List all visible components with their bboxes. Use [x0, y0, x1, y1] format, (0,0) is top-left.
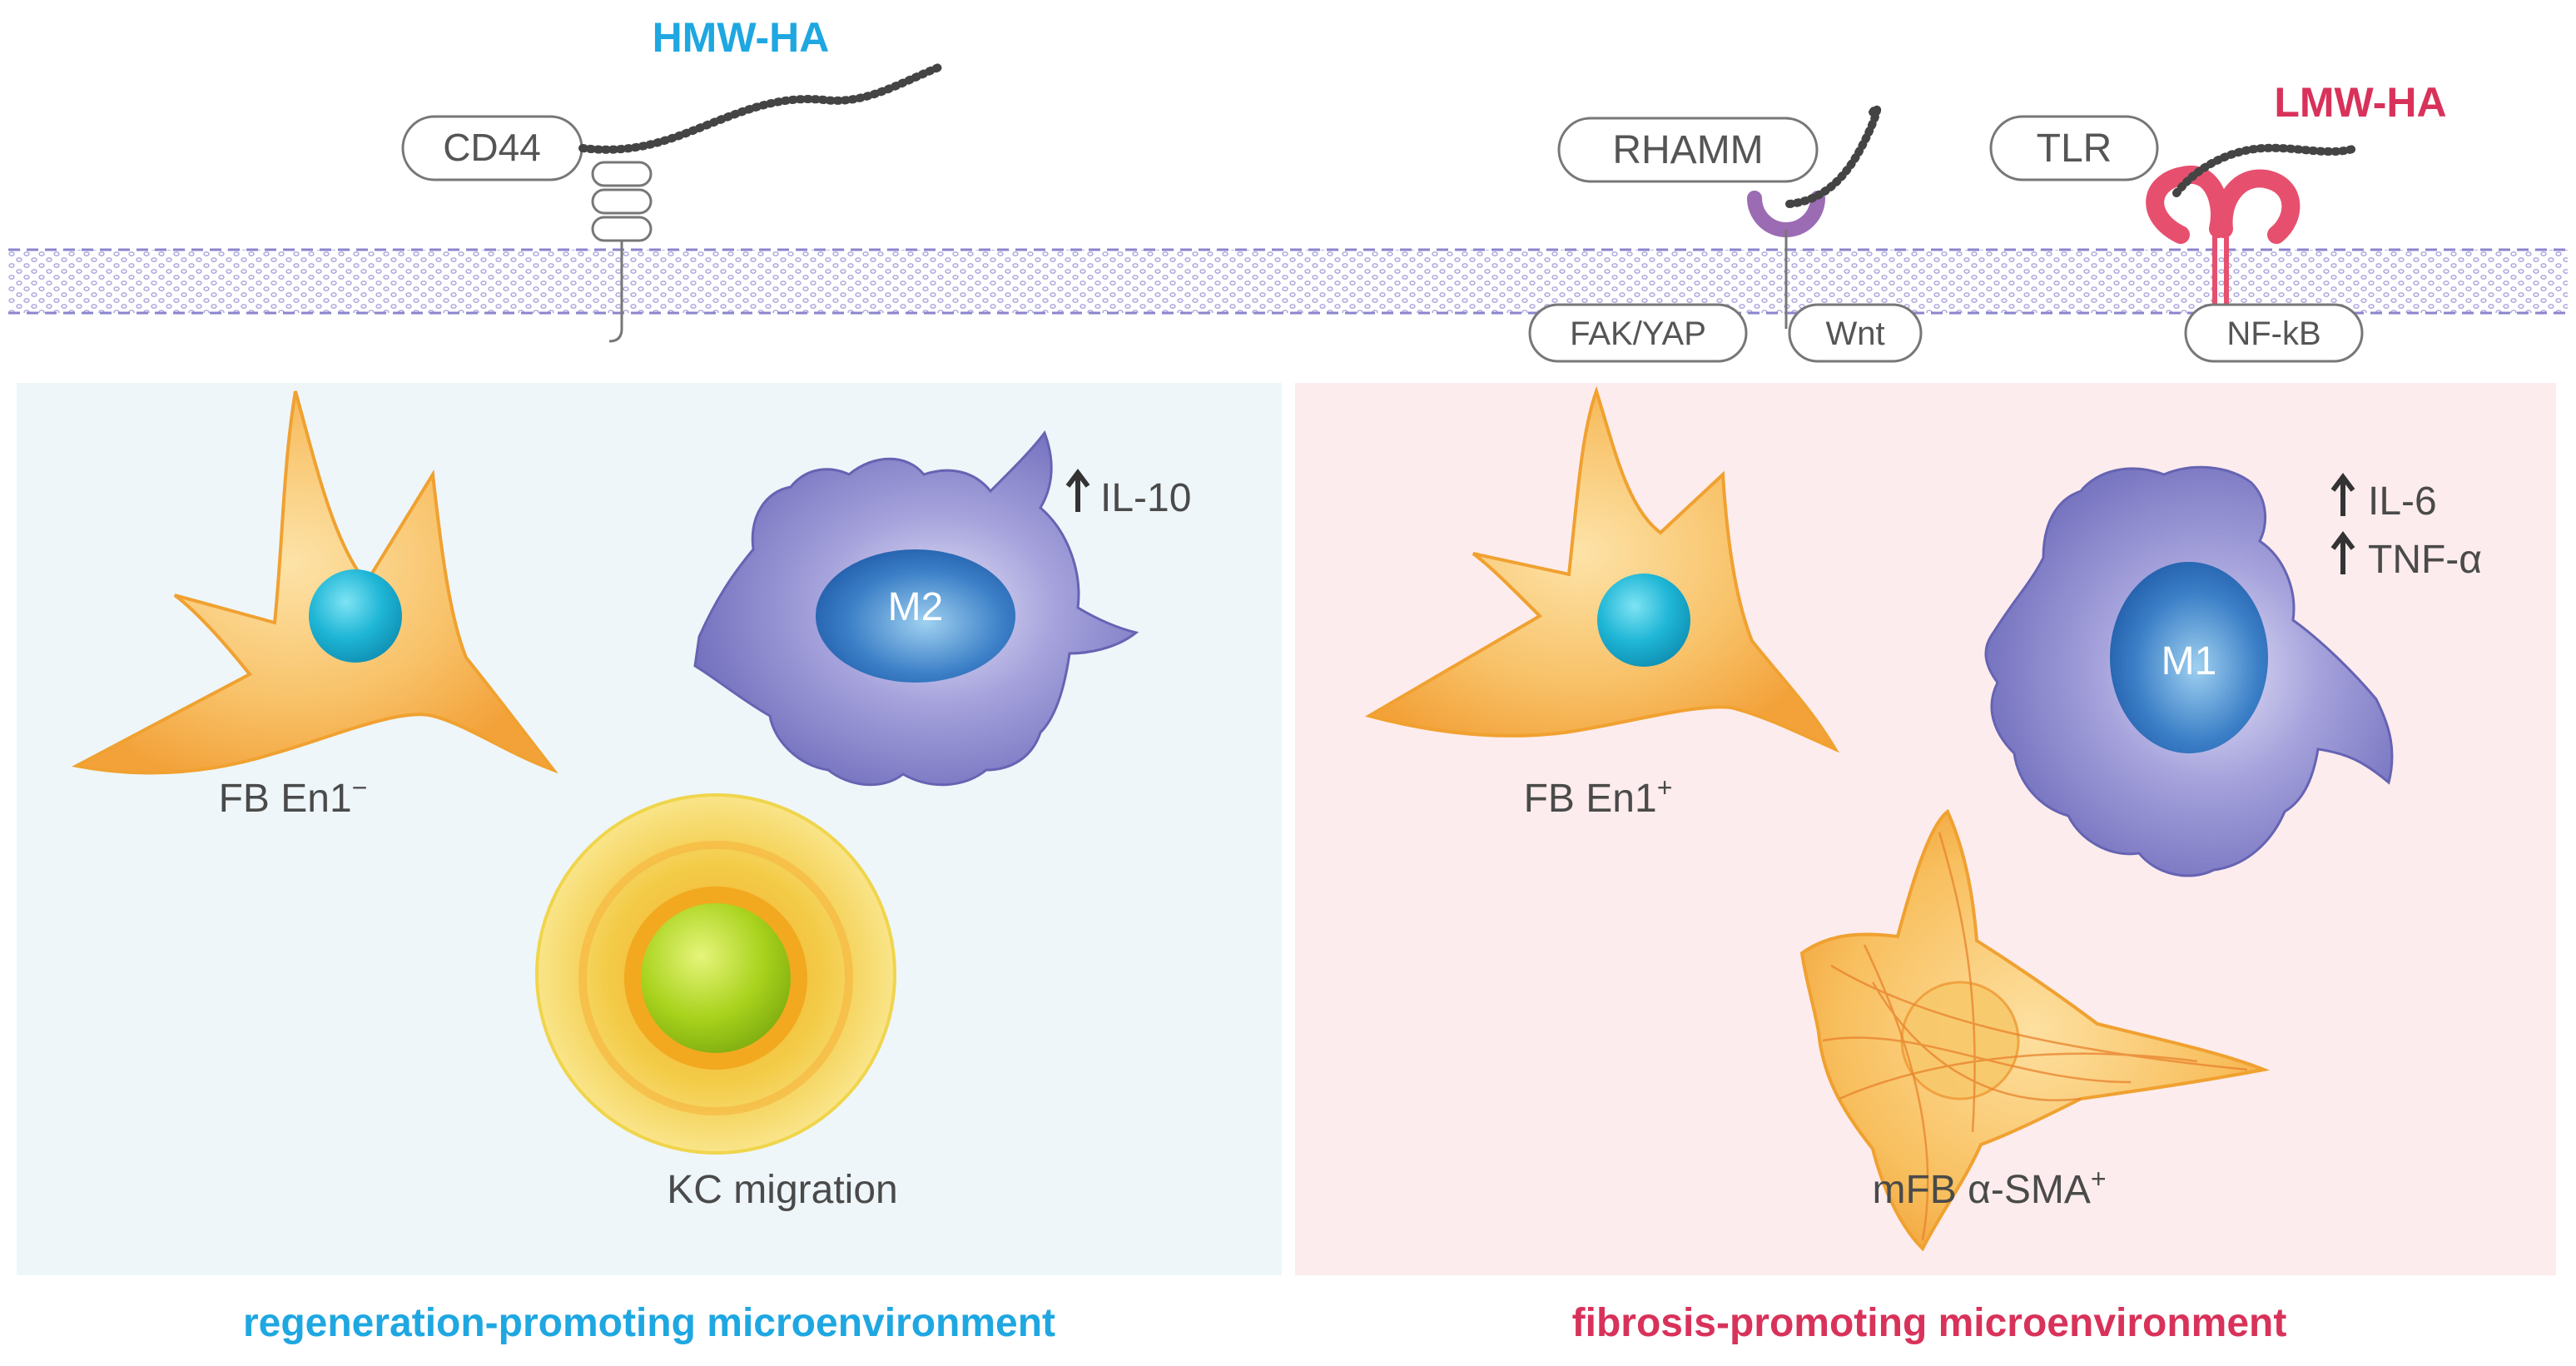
- wnt-badge: Wnt: [1788, 303, 1923, 363]
- tnf-alpha-annotation: TNF-α: [2330, 531, 2482, 582]
- cd44-receptor: CD44: [401, 62, 945, 343]
- il6-label: IL-6: [2368, 479, 2437, 524]
- m2-label: M2: [888, 585, 944, 629]
- regeneration-caption: regeneration-promoting microenvironment: [243, 1301, 1055, 1345]
- fibroblast-en1-neg: [72, 390, 558, 775]
- arrow-up-icon: [2330, 473, 2355, 516]
- fak-yap-badge: FAK/YAP: [1528, 303, 1748, 363]
- tlr-receptor: TLR: [1989, 115, 2360, 308]
- macrophage-m2: M2: [693, 430, 1139, 787]
- fb-en1-pos-label: FB En1+: [1524, 772, 1673, 821]
- macrophage-m1: M1: [1984, 465, 2394, 877]
- myofibroblast: [1799, 808, 2271, 1252]
- tlr-label: TLR: [2037, 127, 2112, 171]
- keratinocyte: [535, 793, 896, 1155]
- il6-annotation: IL-6: [2330, 473, 2437, 524]
- kc-migration-label: KC migration: [667, 1168, 897, 1212]
- rhamm-label: RHAMM: [1612, 128, 1763, 172]
- arrow-up-icon: [2330, 531, 2355, 574]
- nfkb-badge: NF-kB: [2184, 303, 2364, 363]
- rhamm-ha-chain: [1785, 103, 1882, 208]
- nfkb-label: NF-kB: [2226, 315, 2320, 352]
- m1-label: M1: [2162, 639, 2217, 683]
- tnf-alpha-label: TNF-α: [2368, 538, 2482, 582]
- fibroblast-en1-pos: [1364, 385, 1839, 753]
- rhamm-receptor: RHAMM: [1557, 103, 1882, 329]
- cd44-label: CD44: [443, 126, 541, 169]
- il10-annotation: IL-10: [1065, 469, 1191, 520]
- fak-yap-label: FAK/YAP: [1570, 315, 1706, 352]
- hmw-ha-label: HMW-HA: [653, 14, 830, 61]
- lmw-ha-chain: [2172, 143, 2360, 197]
- fb-en1-neg-label: FB En1−: [219, 772, 368, 821]
- cell-membrane: [8, 248, 2568, 315]
- il10-label: IL-10: [1100, 476, 1191, 520]
- mfb-label: mFB α-SMA+: [1872, 1164, 2106, 1212]
- lmw-ha-label: LMW-HA: [2274, 79, 2446, 126]
- arrow-up-icon: [1065, 469, 1090, 512]
- fibrosis-caption: fibrosis-promoting microenvironment: [1572, 1301, 2287, 1345]
- wnt-label: Wnt: [1825, 315, 1884, 352]
- hmw-ha-chain: [578, 62, 945, 154]
